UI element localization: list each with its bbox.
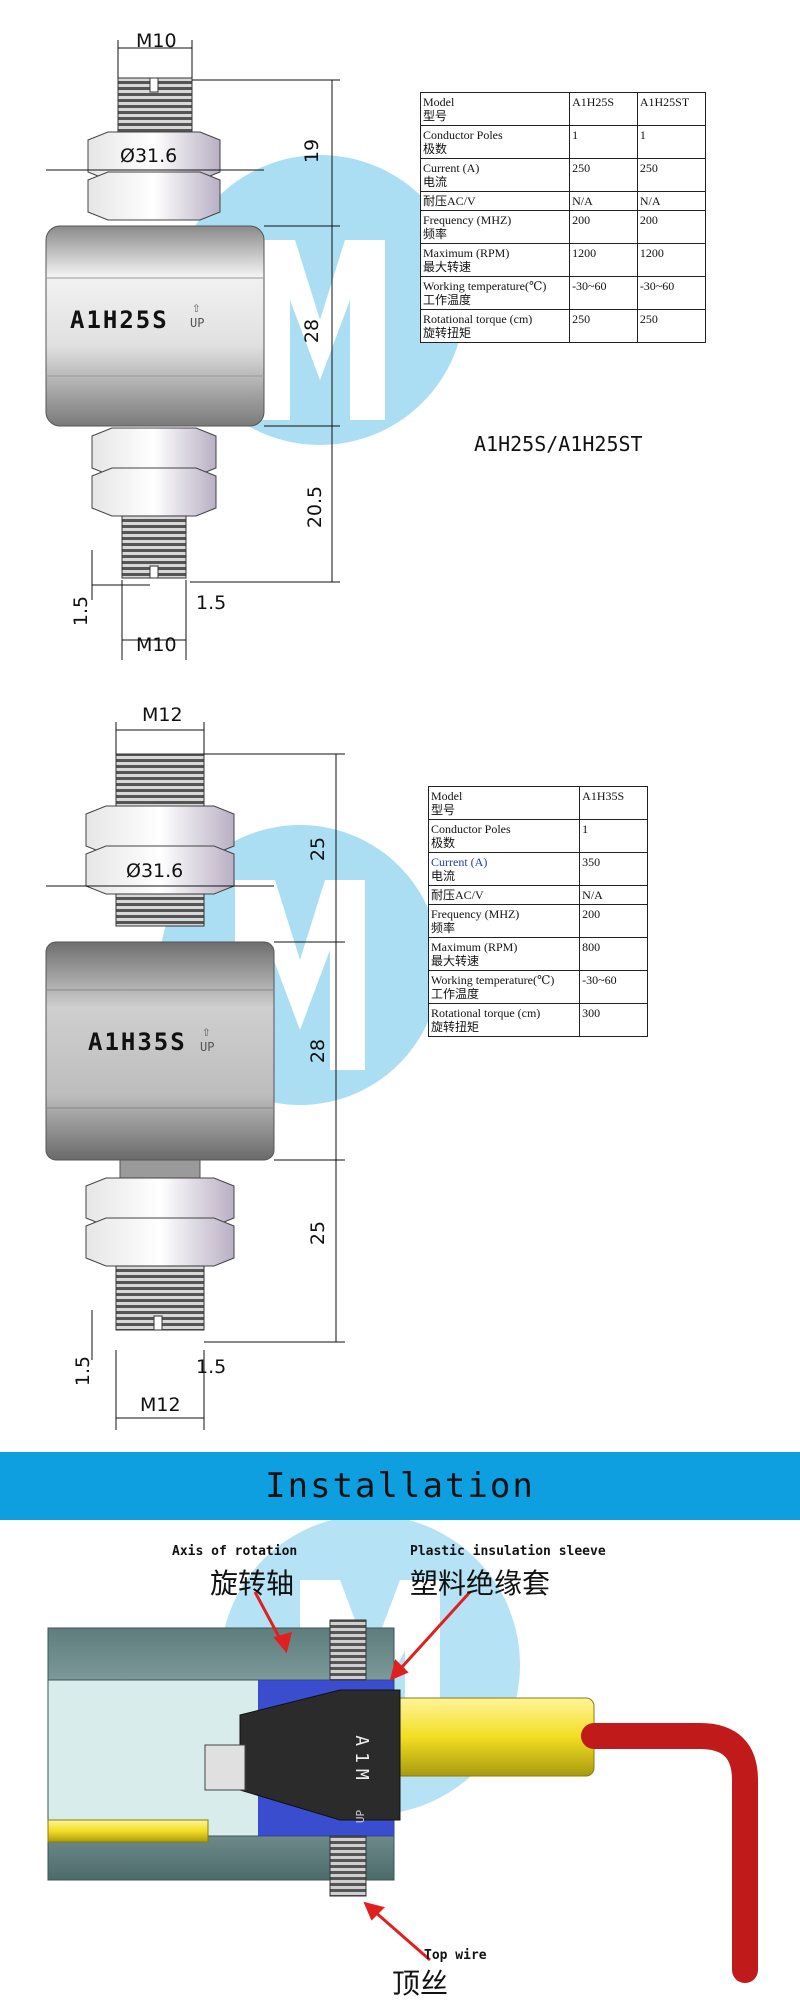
table-row: Working temperature(℃)工作温度-30~60-30~60 bbox=[419, 276, 707, 310]
dim-1-5-c: 1.5 bbox=[72, 1355, 95, 1387]
axis-label-en: Axis of rotation bbox=[172, 1544, 298, 1559]
sleeve-label-zh: 塑料绝缘套 bbox=[410, 1567, 551, 1600]
dim-25-b: 25 bbox=[307, 1220, 330, 1246]
product2-up-mark: UP bbox=[200, 1040, 215, 1054]
dim-nut-2: Ø31.6 bbox=[126, 860, 184, 882]
dim-top-thread-1: M10 bbox=[136, 30, 177, 52]
dim-28-a: 28 bbox=[301, 318, 324, 344]
up-arrow-icon: ⇧ bbox=[192, 300, 201, 316]
unit-text: A1M bbox=[350, 1735, 372, 1786]
product1-up-mark: UP bbox=[190, 316, 205, 330]
dim-bottom-thread-1: M10 bbox=[136, 634, 177, 656]
dim-1-5-b: 1.5 bbox=[196, 592, 227, 614]
product1-caption: A1H25S/A1H25ST bbox=[474, 432, 643, 456]
table-row: Working temperature(℃)工作温度-30~60 bbox=[427, 970, 648, 1004]
dim-bottom-thread-2: M12 bbox=[140, 1394, 181, 1416]
dim-28-b: 28 bbox=[307, 1038, 330, 1064]
dim-25-a: 25 bbox=[307, 836, 330, 862]
installation-diagram bbox=[47, 1590, 758, 1983]
axis-label-zh: 旋转轴 bbox=[210, 1567, 295, 1600]
wire-label-zh: 顶丝 bbox=[392, 1967, 449, 2000]
product1-drawing bbox=[45, 40, 340, 660]
installation-banner: Installation bbox=[0, 1452, 800, 1520]
wire-label-en: Top wire bbox=[424, 1948, 487, 1963]
sleeve-label-en: Plastic insulation sleeve bbox=[410, 1544, 606, 1559]
installation-title: Installation bbox=[265, 1466, 535, 1506]
up-arrow-icon: ⇧ bbox=[202, 1024, 211, 1040]
product1-label: A1H25S bbox=[70, 306, 169, 334]
dim-20-5: 20.5 bbox=[304, 485, 327, 529]
unit-up-mark: UP bbox=[354, 1809, 368, 1824]
dim-19: 19 bbox=[301, 138, 324, 164]
dim-1-5-a: 1.5 bbox=[70, 595, 93, 627]
product2-label: A1H35S bbox=[88, 1028, 187, 1056]
dim-nut-1: Ø31.6 bbox=[120, 145, 178, 167]
dim-top-thread-2: M12 bbox=[142, 704, 183, 726]
product2-drawing bbox=[45, 722, 345, 1430]
dim-1-5-d: 1.5 bbox=[196, 1356, 227, 1378]
